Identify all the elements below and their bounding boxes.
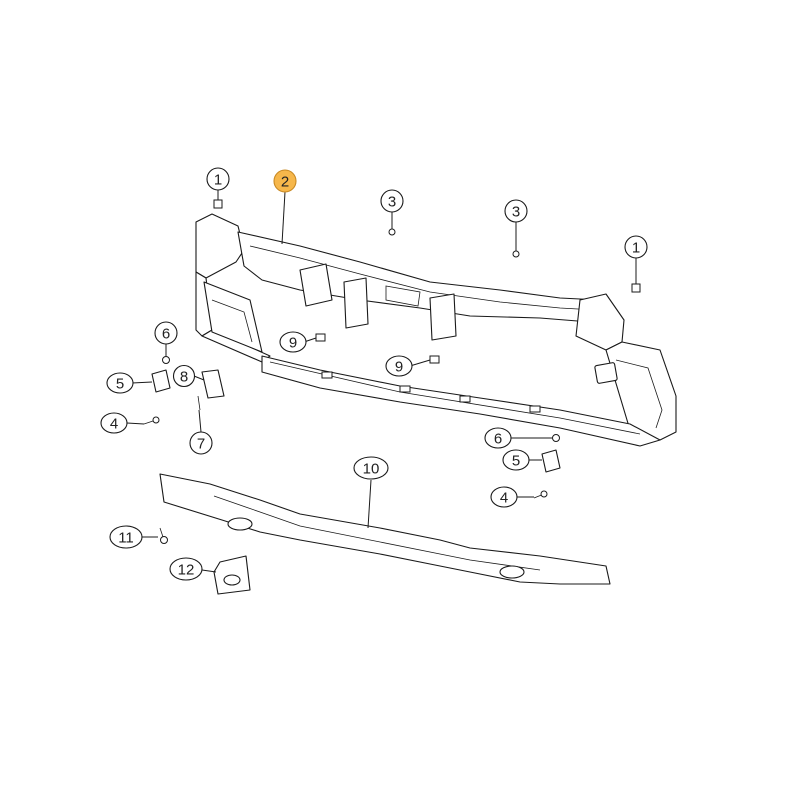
callout-9-right: 9 bbox=[385, 355, 413, 377]
bolt-1-right bbox=[631, 283, 641, 293]
callout-11: 11 bbox=[109, 525, 143, 549]
svg-text:5: 5 bbox=[512, 453, 520, 470]
svg-text:5: 5 bbox=[116, 376, 124, 393]
svg-text:9: 9 bbox=[395, 359, 403, 376]
callout-6-right: 6 bbox=[484, 427, 512, 449]
callout-12: 12 bbox=[169, 557, 203, 581]
svg-text:10: 10 bbox=[363, 461, 380, 478]
callout-6-left: 6 bbox=[154, 321, 178, 345]
bracket-5-right bbox=[541, 449, 561, 473]
svg-text:1: 1 bbox=[214, 172, 222, 189]
nut-3-left bbox=[388, 228, 396, 236]
callout-3-left: 3 bbox=[380, 189, 404, 213]
callout-2-highlighted: 2 bbox=[273, 169, 297, 193]
svg-text:7: 7 bbox=[197, 436, 205, 453]
callout-9-left: 9 bbox=[279, 331, 307, 353]
bolt-1-left bbox=[213, 199, 223, 209]
callout-5-right: 5 bbox=[502, 449, 530, 471]
clip-9-right bbox=[429, 355, 440, 364]
bracket-12 bbox=[213, 555, 251, 595]
nut-6-right bbox=[552, 434, 560, 442]
bracket-8 bbox=[201, 369, 225, 399]
nut-6-left bbox=[162, 356, 170, 364]
svg-text:9: 9 bbox=[289, 335, 297, 352]
svg-text:2: 2 bbox=[281, 174, 289, 191]
callout-3-right: 3 bbox=[504, 199, 528, 223]
screw-7 bbox=[197, 395, 201, 411]
svg-text:8: 8 bbox=[180, 369, 188, 386]
callout-8: 8 bbox=[172, 364, 196, 388]
nut-3-right bbox=[512, 250, 520, 258]
svg-text:6: 6 bbox=[162, 326, 170, 343]
svg-text:1: 1 bbox=[632, 240, 640, 257]
callout-5-left: 5 bbox=[106, 372, 134, 394]
svg-text:3: 3 bbox=[512, 204, 520, 221]
hardware-pieces bbox=[143, 199, 641, 544]
callout-1-right: 1 bbox=[624, 235, 648, 259]
svg-text:3: 3 bbox=[388, 194, 396, 211]
radiator-support-assembly bbox=[195, 213, 677, 447]
svg-text:11: 11 bbox=[118, 530, 134, 547]
svg-text:4: 4 bbox=[500, 490, 508, 507]
lower-crossmember bbox=[159, 473, 611, 585]
svg-text:12: 12 bbox=[178, 562, 195, 579]
callout-10: 10 bbox=[353, 456, 389, 480]
callout-1-left: 1 bbox=[206, 167, 230, 191]
svg-text:4: 4 bbox=[110, 416, 118, 433]
leader-lines bbox=[125, 190, 637, 573]
callout-4-left: 4 bbox=[100, 412, 128, 434]
svg-text:6: 6 bbox=[494, 431, 502, 448]
callout-7: 7 bbox=[189, 431, 213, 455]
callout-4-right: 4 bbox=[490, 486, 518, 508]
clip-9-left bbox=[315, 333, 326, 342]
bracket-5-left bbox=[151, 369, 171, 393]
